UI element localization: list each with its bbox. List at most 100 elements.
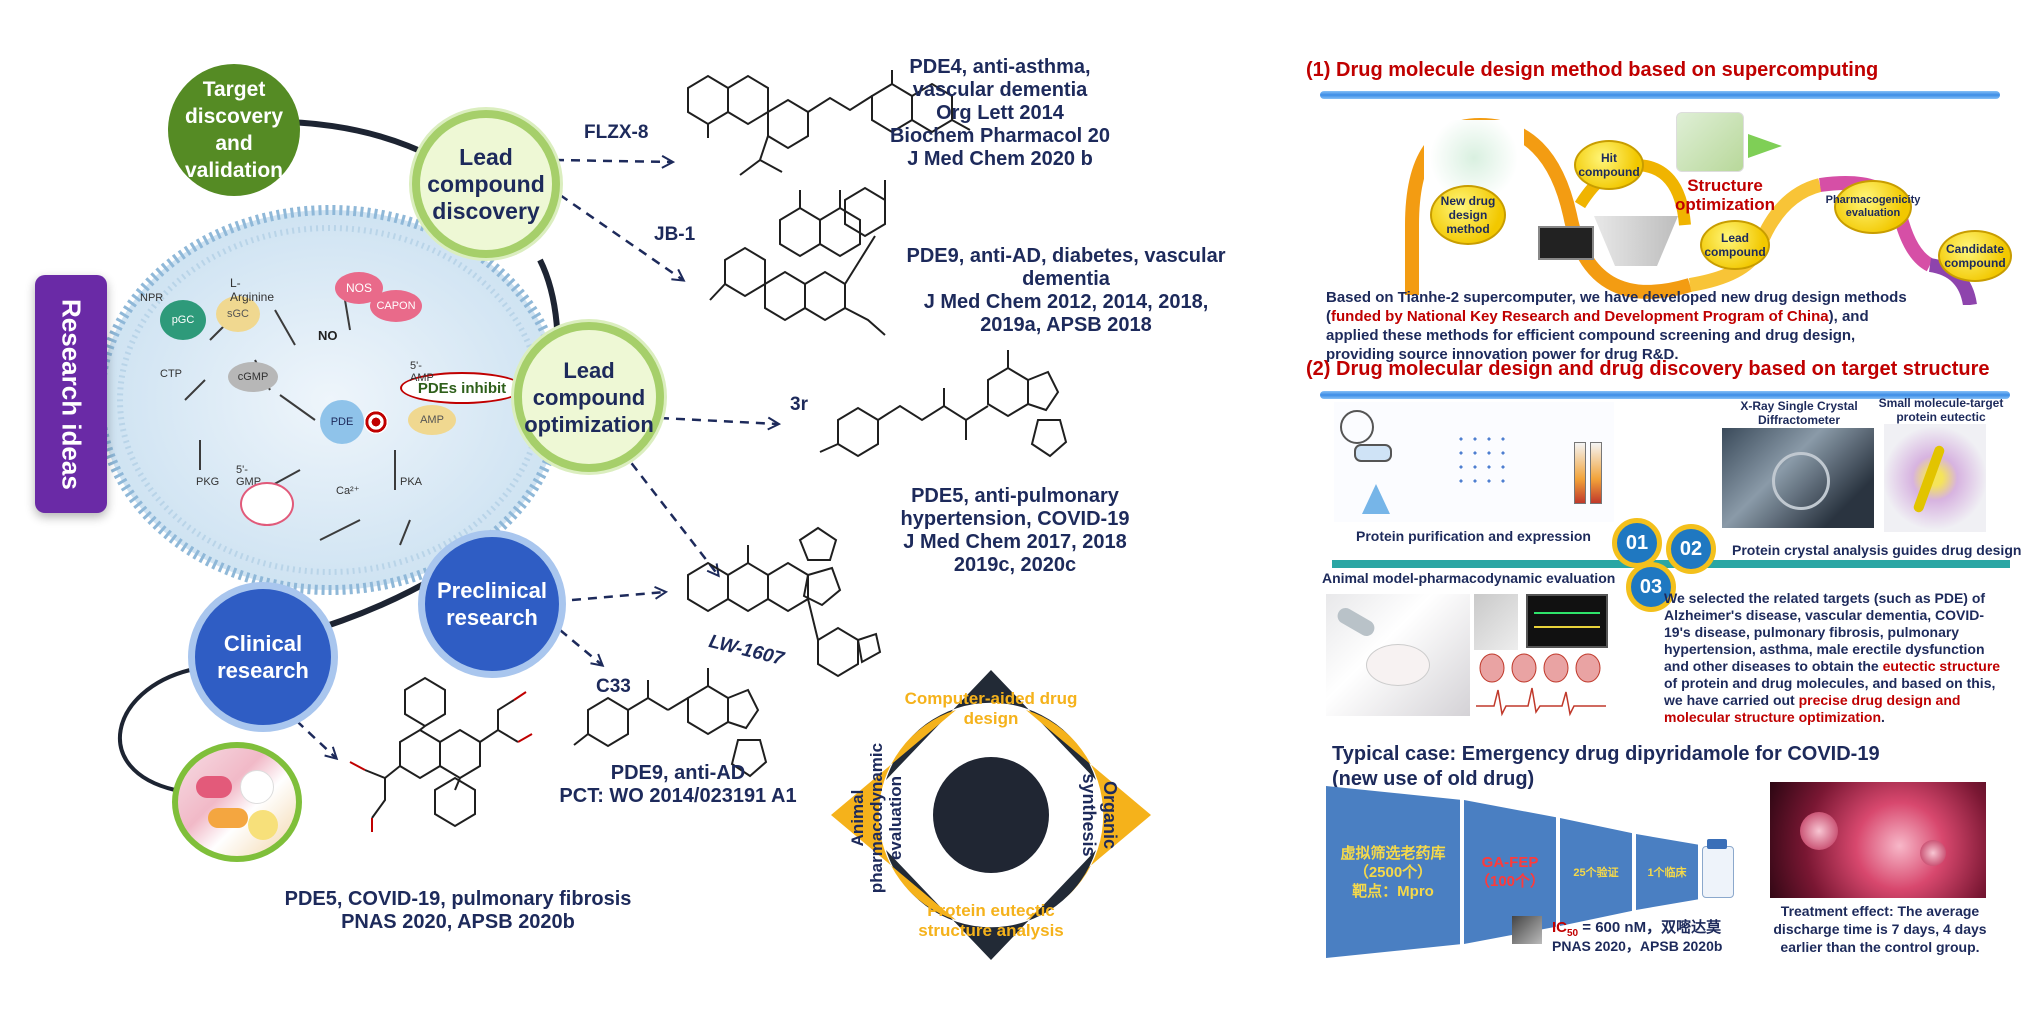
citation-pde4-line: PDE4, anti-asthma, — [909, 56, 1091, 78]
pgc-label: pGC — [171, 314, 195, 326]
node-lead-optimization: Lead compound optimization — [514, 322, 664, 472]
arrow-to-3r — [659, 418, 778, 424]
ic50-line: IC50 = 600 nM，双嘧达莫 — [1552, 916, 1721, 939]
clinical-to-drug-arc — [117, 668, 191, 792]
wheel-segment-right — [1026, 710, 1151, 920]
bubble-label: Pharmacogenicity evaluation — [1825, 194, 1921, 219]
node-clinical-label: Clinical research — [217, 631, 309, 683]
research-ideas-tab: Research ideas — [35, 275, 107, 513]
funnel2-line: （100个） — [1474, 873, 1546, 890]
citation-pde4-line: Biochem Pharmacol 20 — [889, 125, 1111, 147]
funnel1-line: 靶点：Mpro — [1352, 882, 1434, 900]
ic50-citation: PNAS 2020，APSB 2020b — [1552, 936, 1722, 956]
citation-pde5a: PDE5, anti-pulmonary hypertension, COVID… — [890, 485, 1140, 577]
funnel3-text: 25个验证 — [1573, 867, 1619, 879]
structure-flzx8 — [687, 70, 971, 176]
amp-label: AMP — [420, 414, 444, 426]
node-lead-discovery-label: Lead compound discovery — [427, 143, 545, 224]
wheel-top-text: Computer-aided drug design — [904, 689, 1078, 728]
section1-para-pre: Based on Tianhe-2 supercomputer, we have… — [1326, 289, 1907, 325]
wheel-right-text: Organic synthesis — [1079, 773, 1120, 857]
node-lead-discovery: Lead compound discovery — [412, 110, 560, 258]
compound-flzx8: FLZX-8 — [584, 122, 649, 143]
step-number: 02 — [1679, 537, 1703, 560]
bubble-candidate: Candidate compound — [1938, 230, 2012, 282]
section1-title: (1) Drug molecule design method based on… — [1306, 59, 1879, 81]
section2-para1: We selected the related targets (such as… — [1664, 590, 1986, 674]
step-01: 01 — [1612, 518, 1662, 568]
nos-label: NOS — [345, 281, 372, 295]
structure-lw1607 — [687, 526, 882, 678]
structure-optimization-text: Structure optimization — [1674, 176, 1776, 214]
screening-screen — [1538, 226, 1594, 260]
ca-label: Ca²⁺ — [336, 485, 360, 497]
citation-pde5b-line: PDE5, COVID-19, pulmonary fibrosis — [284, 888, 632, 910]
citation-pde5b-line: PNAS 2020, APSB 2020b — [341, 911, 575, 933]
compound-c33: C33 — [596, 676, 631, 697]
purification-diagram — [1334, 402, 1614, 522]
xray-label: X-Ray Single Crystal Diffractometer — [1734, 399, 1864, 427]
larginine-label: L-Arginine — [230, 276, 275, 304]
sgc-node: sGC — [216, 296, 260, 332]
arrow-preclinical — [571, 592, 665, 602]
npr-label: NPR — [140, 292, 164, 304]
compound-3r: 3r — [790, 394, 808, 415]
small-molecule-label: Small molecule-target protein eutectic — [1878, 396, 2004, 424]
pde-label: PDE — [330, 416, 354, 428]
step-number: 03 — [1639, 575, 1663, 598]
arrow-to-flzx8 — [554, 160, 672, 162]
structure-optimization-label: Structure optimization — [1670, 176, 1780, 214]
citation-pde9-line: PDE9, anti-AD, diabetes, vascular — [906, 245, 1226, 267]
citation-pde4: PDE4, anti-asthma, vascular dementia Org… — [880, 56, 1120, 171]
arrow-to-c33 — [559, 629, 602, 665]
citation-pde9-line: 2019a, APSB 2018 — [980, 314, 1152, 336]
ic50-value: = 600 nM，双嘧达莫 — [1578, 919, 1722, 936]
arrow-to-jb1 — [559, 193, 683, 280]
funnel-stage-3: 25个验证 — [1560, 818, 1632, 926]
typical-case-title: Typical case: Emergency drug dipyridamol… — [1332, 742, 1902, 792]
treatment-line: Treatment effect: The average — [1780, 903, 1980, 919]
section2-title: (2) Drug molecular design and drug disco… — [1306, 358, 1990, 380]
section1-bar — [1320, 91, 2000, 99]
citation-pde9-line: J Med Chem 2012, 2014, 2018, — [923, 291, 1209, 313]
wheel-label-top: Computer-aided drug design — [896, 684, 1086, 734]
animal-label: Animal model-pharmacodynamic evaluation — [1322, 570, 1616, 586]
wheel-label-left: Animal pharmacodynamic evaluation — [848, 738, 905, 898]
citation-pde9b-line: PDE9, anti-AD — [610, 762, 746, 784]
pde-node: PDE — [320, 400, 364, 444]
bubble-label: Lead compound — [1704, 231, 1766, 259]
typical-case-title-text: Typical case: Emergency drug dipyridamol… — [1332, 743, 1880, 790]
bubble-lead: Lead compound — [1700, 220, 1770, 270]
structure-c33 — [573, 668, 768, 778]
ctp-label: CTP — [160, 368, 182, 380]
crystal-label: Protein crystal analysis guides drug des… — [1732, 542, 2022, 558]
xray-label-text: X-Ray Single Crystal Diffractometer — [1740, 399, 1858, 427]
step-number: 01 — [1625, 531, 1649, 554]
node-lead-optimization-label: Lead compound optimization — [524, 357, 654, 437]
pdes-inhibit-label: PDEs inhibit — [417, 379, 507, 397]
bubble-label: Candidate compound — [1944, 242, 2006, 270]
section2-para2: of protein and drug molecules, and based… — [1664, 675, 1996, 708]
structure-dipyridamole — [364, 676, 519, 828]
ic50-citation-text: PNAS 2020，APSB 2020b — [1552, 938, 1723, 954]
wheel-bottom-text: Protein eutectic structure analysis — [918, 901, 1064, 940]
wheel-hub — [933, 757, 1049, 873]
eutectic-photo — [1884, 424, 1986, 532]
monitor-photo — [1526, 594, 1608, 648]
bubble-pharmacogenicity: Pharmacogenicity evaluation — [1826, 180, 1920, 234]
wheel-segment-left — [831, 710, 956, 920]
treatment-line: earlier than the control group. — [1780, 939, 1980, 955]
bubble-new-drug: New drug design method — [1430, 185, 1506, 245]
target-icon — [364, 410, 388, 434]
pgc-node: pGC — [160, 300, 206, 340]
ic50-symbol: IC — [1552, 919, 1567, 936]
funnel4-text: 1个临床 — [1647, 867, 1687, 879]
section2-para-red2: precise drug design and molecular struct… — [1664, 692, 1961, 725]
molecule-image — [1424, 120, 1524, 196]
citation-pde9-line: dementia — [1022, 268, 1110, 290]
citation-pde9: PDE9, anti-AD, diabetes, vascular dement… — [896, 245, 1236, 337]
funnel1-line: （2500个） — [1353, 863, 1433, 881]
citation-pde9b: PDE9, anti-AD PCT: WO 2014/023191 A1 — [548, 762, 808, 808]
bubble-label: Hit compound — [1578, 151, 1640, 179]
research-ideas-label: Research ideas — [56, 298, 87, 490]
